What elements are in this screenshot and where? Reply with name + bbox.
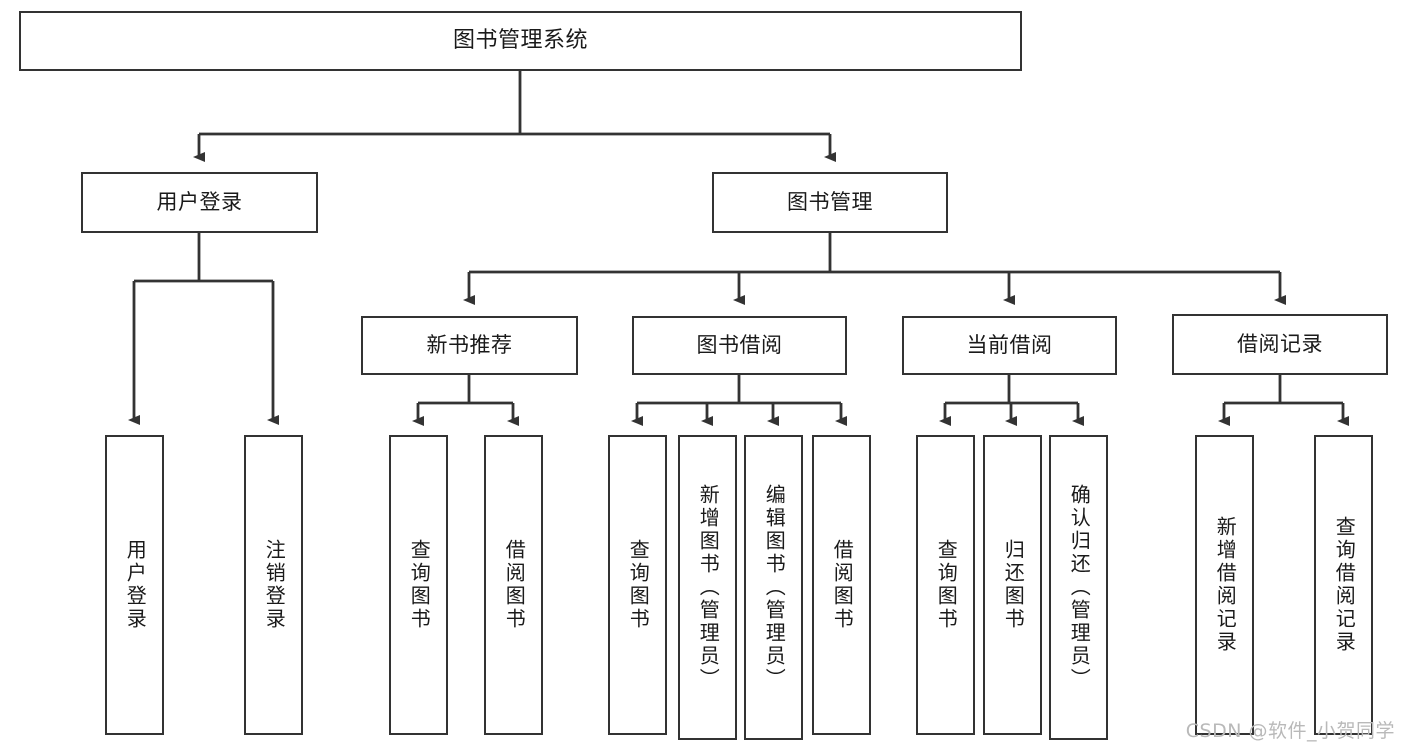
node-leaf-user-logout[interactable]: 注销登录: [244, 435, 303, 735]
node-label: 借阅图书: [502, 539, 527, 631]
node-label: 查询借阅记录: [1332, 516, 1357, 654]
node-user-login[interactable]: 用户登录: [81, 172, 318, 233]
node-label: 注销登录: [262, 539, 287, 631]
node-label: 归还图书: [1001, 539, 1026, 631]
node-label: 确认归还（管理员）: [1067, 484, 1092, 691]
node-leaf-return-book[interactable]: 归还图书: [983, 435, 1042, 735]
node-leaf-query-book-3[interactable]: 查询图书: [916, 435, 975, 735]
node-borrow-record[interactable]: 借阅记录: [1172, 314, 1388, 375]
node-leaf-add-record[interactable]: 新增借阅记录: [1195, 435, 1254, 735]
node-leaf-borrow-book-1[interactable]: 借阅图书: [484, 435, 543, 735]
node-current-borrow[interactable]: 当前借阅: [902, 316, 1117, 375]
node-label: 图书借阅: [696, 333, 783, 358]
node-label: 新增借阅记录: [1213, 516, 1238, 654]
node-label: 用户登录: [123, 539, 148, 631]
node-leaf-confirm-return[interactable]: 确认归还（管理员）: [1049, 435, 1108, 740]
node-new-book-recommend[interactable]: 新书推荐: [361, 316, 578, 375]
node-leaf-edit-book[interactable]: 编辑图书（管理员）: [744, 435, 803, 740]
node-leaf-borrow-book-2[interactable]: 借阅图书: [812, 435, 871, 735]
node-label: 新增图书（管理员）: [696, 484, 721, 691]
node-label: 图书管理: [787, 190, 873, 215]
node-label: 查询图书: [934, 539, 959, 631]
node-book-borrow[interactable]: 图书借阅: [632, 316, 847, 375]
node-leaf-add-book[interactable]: 新增图书（管理员）: [678, 435, 737, 740]
node-label: 当前借阅: [966, 333, 1053, 358]
node-label: 新书推荐: [426, 333, 513, 358]
node-leaf-query-book-1[interactable]: 查询图书: [389, 435, 448, 735]
node-leaf-query-record[interactable]: 查询借阅记录: [1314, 435, 1373, 735]
node-leaf-user-login[interactable]: 用户登录: [105, 435, 164, 735]
node-label: 查询图书: [407, 539, 432, 631]
node-leaf-query-book-2[interactable]: 查询图书: [608, 435, 667, 735]
node-label: 借阅图书: [830, 539, 855, 631]
node-book-manage[interactable]: 图书管理: [712, 172, 948, 233]
node-label: 编辑图书（管理员）: [762, 484, 787, 691]
node-label: 用户登录: [156, 190, 243, 215]
node-root-system[interactable]: 图书管理系统: [19, 11, 1022, 71]
node-label: 查询图书: [626, 539, 651, 631]
node-label: 图书管理系统: [452, 28, 588, 54]
node-label: 借阅记录: [1237, 332, 1323, 357]
